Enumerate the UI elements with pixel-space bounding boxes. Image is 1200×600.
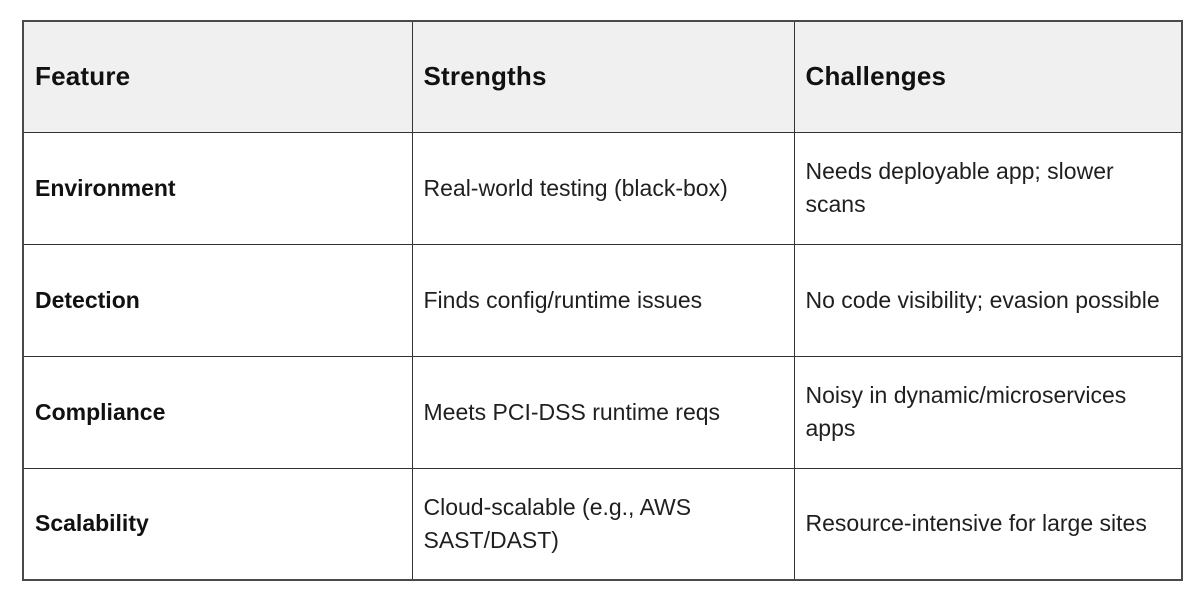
feature-cell: Compliance: [22, 355, 413, 469]
challenges-cell: Resource-intensive for large sites: [793, 467, 1183, 581]
challenges-cell: Needs deployable app; slower scans: [793, 131, 1183, 245]
strengths-cell: Real-world testing (black-box): [411, 131, 795, 245]
column-header-challenges: Challenges: [793, 20, 1183, 133]
column-header-feature: Feature: [22, 20, 413, 133]
column-header-strengths: Strengths: [411, 20, 795, 133]
table-row: Environment Real-world testing (black-bo…: [22, 131, 1183, 245]
header-row: Feature Strengths Challenges: [22, 20, 1183, 133]
strengths-cell: Cloud-scalable (e.g., AWS SAST/DAST): [411, 467, 795, 581]
table-row: Compliance Meets PCI-DSS runtime reqs No…: [22, 355, 1183, 469]
feature-cell: Detection: [22, 243, 413, 357]
challenges-cell: Noisy in dynamic/microservices apps: [793, 355, 1183, 469]
table-row: Detection Finds config/runtime issues No…: [22, 243, 1183, 357]
comparison-table: Feature Strengths Challenges Environment…: [22, 20, 1183, 581]
challenges-cell: No code visibility; evasion possible: [793, 243, 1183, 357]
feature-cell: Environment: [22, 131, 413, 245]
strengths-cell: Finds config/runtime issues: [411, 243, 795, 357]
feature-cell: Scalability: [22, 467, 413, 581]
strengths-cell: Meets PCI-DSS runtime reqs: [411, 355, 795, 469]
table-row: Scalability Cloud-scalable (e.g., AWS SA…: [22, 467, 1183, 581]
